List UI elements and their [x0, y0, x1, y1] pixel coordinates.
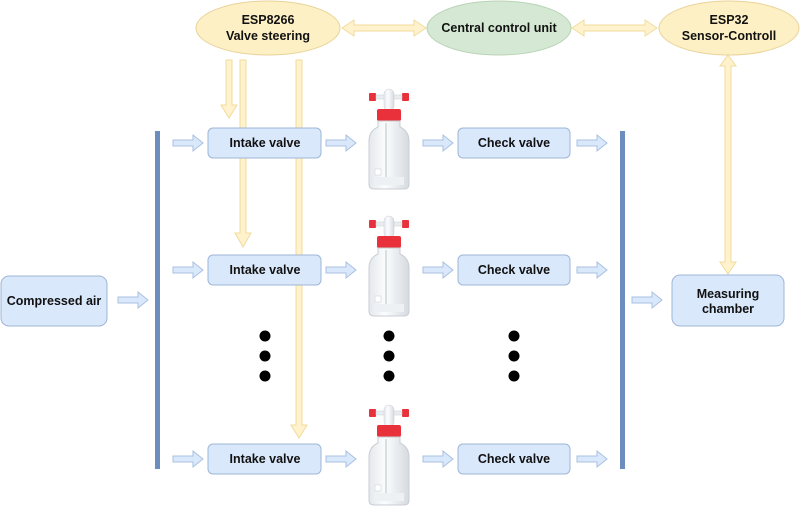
bidirectional-arrow-esp8266-central	[341, 19, 427, 37]
intake-valve[interactable]: Intake valve	[207, 127, 322, 159]
measuring-chamber-node[interactable]: Measuring chamber	[671, 274, 785, 327]
gas-washing-bottle-icon	[368, 215, 410, 317]
outlet-manifold	[620, 131, 625, 469]
check-valve-label: Check valve	[478, 452, 550, 466]
signal-arrow-row3	[290, 59, 308, 439]
gas-washing-bottle-icon	[368, 404, 410, 506]
flow-arrow-bottle-to-check	[422, 449, 454, 469]
esp8266-subtitle: Valve steering	[226, 29, 310, 43]
check-valve-label: Check valve	[478, 263, 550, 277]
esp32-subtitle: Sensor-Controll	[682, 29, 776, 43]
flow-arrow-bottle-to-check	[422, 260, 454, 280]
inlet-manifold	[155, 131, 160, 469]
flow-arrow-check-to-manifold	[576, 449, 608, 469]
ellipsis-check-column	[508, 330, 520, 382]
check-valve[interactable]: Check valve	[457, 127, 571, 159]
valve-row: Intake valve Check valve	[172, 404, 608, 506]
intake-valve-label: Intake valve	[230, 263, 301, 277]
flow-arrow-manifold-to-measuring	[631, 290, 663, 310]
compressed-air-label: Compressed air	[7, 294, 102, 308]
flow-arrow-manifold-to-intake	[172, 260, 204, 280]
flow-arrow-intake-to-bottle	[325, 449, 357, 469]
central-control-node[interactable]: Central control unit	[426, 0, 572, 56]
esp8266-node[interactable]: ESP8266 Valve steering	[195, 0, 341, 56]
esp8266-title: ESP8266	[242, 13, 295, 27]
bidirectional-arrow-esp32-measuring	[719, 54, 737, 275]
measuring-chamber-subtitle: chamber	[702, 302, 754, 316]
intake-valve-label: Intake valve	[230, 136, 301, 150]
flow-arrow-manifold-to-intake	[172, 133, 204, 153]
check-valve[interactable]: Check valve	[457, 254, 571, 286]
esp32-node[interactable]: ESP32 Sensor-Controll	[658, 0, 800, 56]
check-valve-label: Check valve	[478, 136, 550, 150]
valve-row: Intake valve Check valve	[172, 215, 608, 317]
flow-arrow-intake-to-bottle	[325, 133, 357, 153]
bidirectional-arrow-central-esp32	[571, 19, 658, 37]
ellipsis-bottle-column	[383, 330, 395, 382]
flow-arrow-bottle-to-check	[422, 133, 454, 153]
flow-arrow-manifold-to-intake	[172, 449, 204, 469]
intake-valve-label: Intake valve	[230, 452, 301, 466]
flow-arrow-check-to-manifold	[576, 260, 608, 280]
signal-arrows	[220, 19, 737, 439]
valve-row: Intake valve Check valve	[172, 88, 608, 190]
check-valve[interactable]: Check valve	[457, 443, 571, 475]
compressed-air-node[interactable]: Compressed air	[0, 275, 108, 327]
flow-arrow-air-to-manifold	[117, 290, 149, 310]
signal-arrow-row1	[220, 59, 238, 119]
flow-arrow-check-to-manifold	[576, 133, 608, 153]
intake-valve[interactable]: Intake valve	[207, 254, 322, 286]
esp32-title: ESP32	[710, 13, 749, 27]
intake-valve[interactable]: Intake valve	[207, 443, 322, 475]
measuring-chamber-title: Measuring	[697, 287, 760, 301]
central-control-label: Central control unit	[441, 21, 557, 35]
flow-arrow-intake-to-bottle	[325, 260, 357, 280]
gas-washing-bottle-icon	[368, 88, 410, 190]
ellipsis-intake-column	[259, 330, 271, 382]
